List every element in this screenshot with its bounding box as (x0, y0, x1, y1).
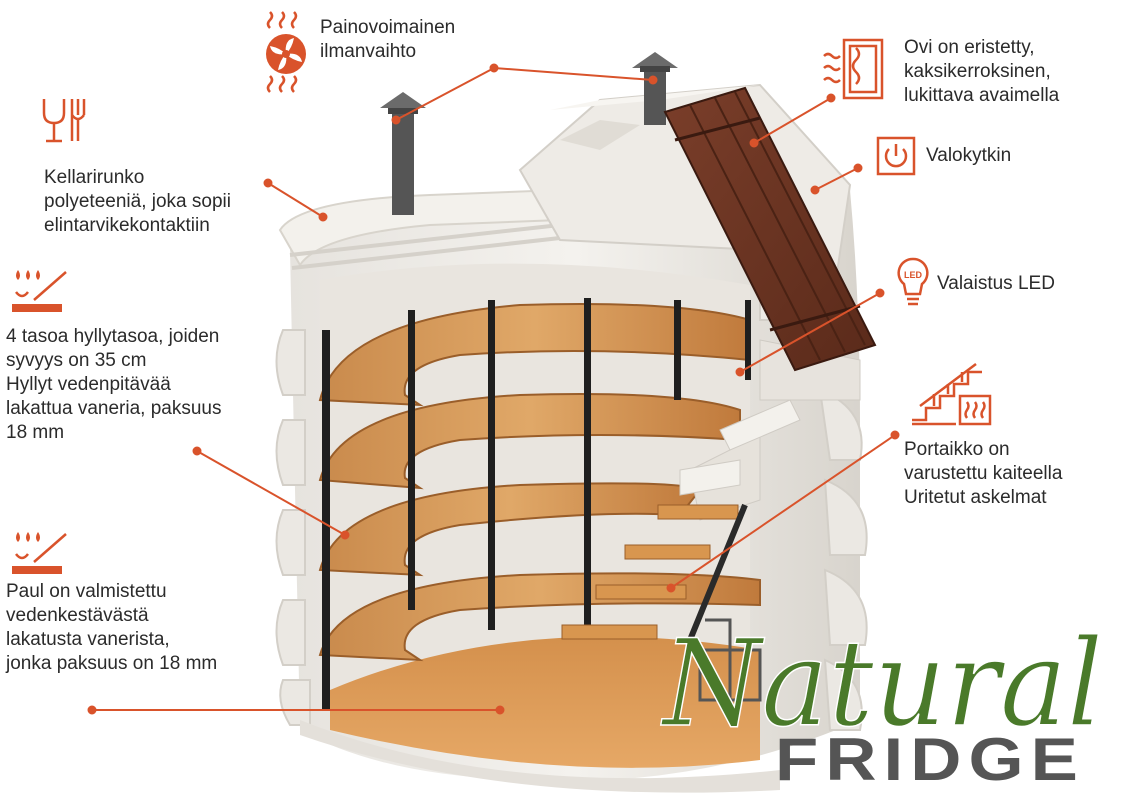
waterproof-icon (12, 532, 67, 574)
callout-line: Painovoimainen (320, 17, 456, 38)
logo-word: FRIDGE (775, 726, 1085, 790)
callout-ventilation: Painovoimainen ilmanvaihto (320, 16, 455, 64)
callout-line: lakattua vaneria, paksuus (6, 398, 222, 419)
power-switch-icon (876, 136, 916, 176)
callout-line: 18 mm (6, 422, 65, 443)
callout-line: Valokytkin (926, 145, 1012, 166)
callout-line: Kellarirunko (44, 167, 145, 188)
waterproof-icon (12, 270, 67, 312)
fan-heat-icon (266, 11, 306, 93)
callout-line: Uritetut askelmat (904, 487, 1047, 508)
logo-script: Natural (660, 615, 1103, 754)
callout-line: varustettu kaiteella (904, 463, 1063, 484)
callout-line: lakatusta vanerista, (6, 629, 170, 650)
callout-door: Ovi on eristetty, kaksikerroksinen, luki… (904, 36, 1059, 108)
shelf-posts (322, 298, 751, 710)
callout-line: vedenkestävästä (6, 605, 149, 626)
cellar-door (663, 86, 877, 372)
callout-line: polyeteeniä, joka sopii (44, 191, 231, 212)
callout-floor: Paul on valmistettu vedenkestävästä laka… (6, 580, 217, 676)
insulated-door-icon (823, 38, 884, 100)
callout-line: 4 tasoa hyllytasoa, joiden (6, 326, 220, 347)
callout-cellar-body: Kellarirunko polyeteeniä, joka sopii eli… (44, 166, 231, 238)
vent-chimney-right (632, 52, 678, 125)
natural-fridge-logo: Natural FRIDGE (659, 614, 1103, 790)
callout-led: Valaistus LED (937, 272, 1055, 296)
callout-stairs: Portaikko on varustettu kaiteella Uritet… (904, 438, 1062, 510)
stairs-icon (912, 363, 992, 426)
callout-line: Hyllyt vedenpitävää (6, 374, 171, 395)
callout-line: jonka paksuus on 18 mm (6, 653, 218, 674)
callout-line: ilmanvaihto (320, 41, 417, 62)
callout-switch: Valokytkin (926, 144, 1011, 168)
food-safe-icon (42, 99, 86, 143)
vent-chimney-left (380, 92, 426, 215)
leader-lines (87, 63, 900, 715)
cellar-floor (330, 636, 760, 768)
led-bulb-icon: LED (897, 257, 929, 306)
callout-line: lukittava avaimella (904, 85, 1060, 106)
staircase (561, 399, 801, 702)
callout-line: kaksikerroksinen, (904, 61, 1051, 82)
callout-line: Valaistus LED (937, 273, 1055, 294)
callout-shelves: 4 tasoa hyllytasoa, joiden syvyys on 35 … (6, 325, 221, 445)
callout-line: syvyys on 35 cm (6, 350, 147, 371)
svg-text:LED: LED (904, 270, 923, 280)
callout-line: Paul on valmistettu (6, 581, 167, 602)
callout-line: Ovi on eristetty, (904, 37, 1035, 58)
callout-line: Portaikko on (904, 439, 1010, 460)
callout-line: elintarvikekontaktiin (44, 215, 210, 236)
